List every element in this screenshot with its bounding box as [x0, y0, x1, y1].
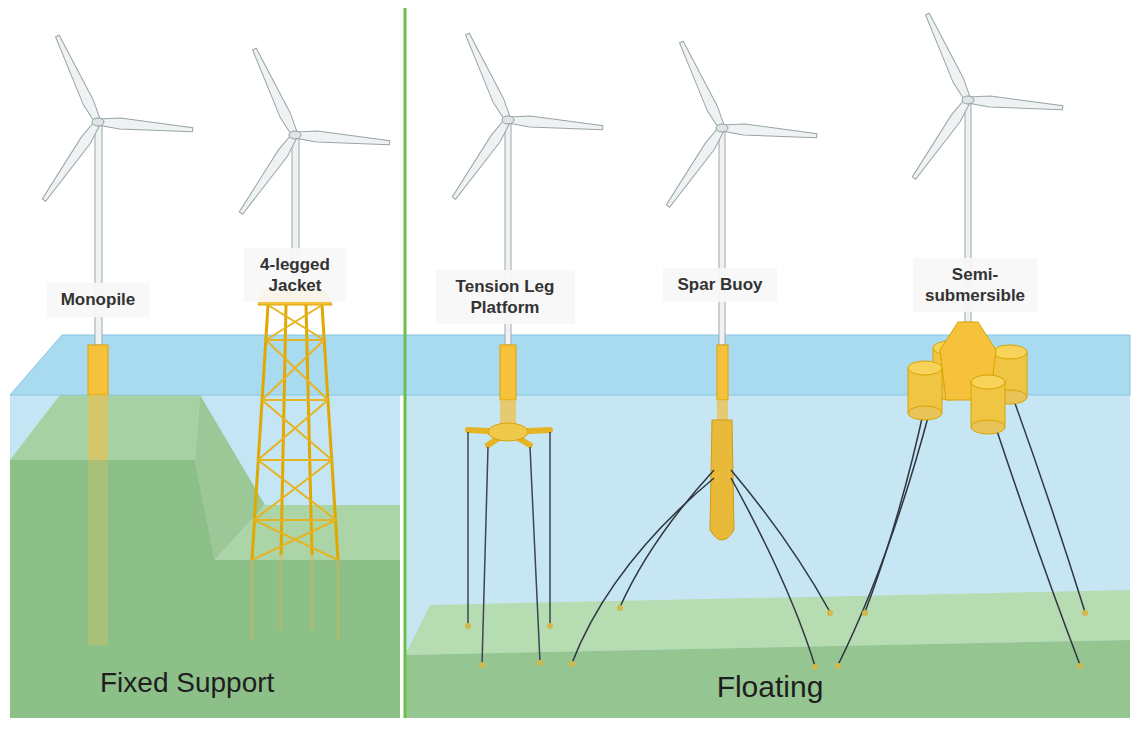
foundation-name: Tension Leg Platform [443, 276, 568, 319]
water-body [405, 395, 1130, 660]
divider-line [404, 8, 407, 718]
foundation-name: 4-legged Jacket [251, 254, 339, 297]
semisub-turbine [835, 12, 1088, 669]
section-label: Floating [717, 670, 824, 703]
spar-turbine [569, 40, 833, 670]
foundation-label-box: Spar Buoy [663, 268, 777, 301]
foundation-name: Semi-submersible [920, 264, 1030, 307]
foundation-label-box: Monopile [47, 283, 149, 316]
section-label: Fixed Support [100, 668, 274, 699]
foundation-name: Spar Buoy [670, 274, 770, 295]
jacket-turbine [236, 47, 390, 640]
tlp-turbine [449, 32, 603, 668]
foundation-label-box: 4-legged Jacket [244, 248, 346, 303]
seabed-top [10, 395, 200, 460]
foundation-label-box: Semi-submersible [913, 258, 1037, 313]
monopile-turbine [39, 34, 193, 645]
seabed-front [405, 640, 1130, 718]
foundation-label-box: Tension Leg Platform [436, 270, 575, 325]
foundation-name: Monopile [54, 289, 142, 310]
